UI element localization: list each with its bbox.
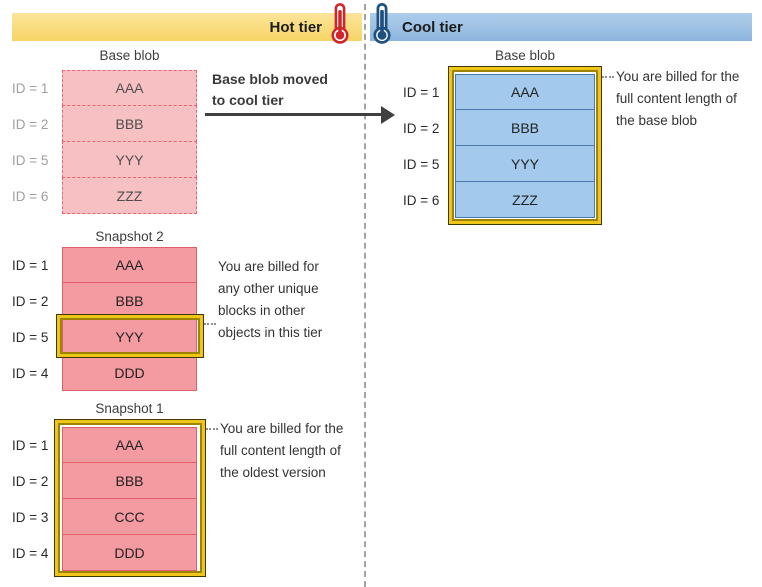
block-id-label: ID = 1 bbox=[12, 80, 49, 96]
cool-tier-label: Cool tier bbox=[402, 18, 463, 36]
block-cell: BBB bbox=[62, 282, 197, 319]
block-id-label: ID = 1 bbox=[403, 84, 440, 100]
snapshot1-billing-note: You are billed for the full content leng… bbox=[220, 421, 344, 480]
block-cell: CCC bbox=[62, 498, 197, 535]
blob-row: ID = 2 BBB bbox=[12, 105, 197, 142]
snapshot2-title: Snapshot 2 bbox=[95, 229, 164, 244]
block-id-label: ID = 2 bbox=[403, 120, 440, 136]
blob-row: ID = 6 ZZZ bbox=[12, 177, 197, 214]
move-to-cool-label: Base blob moved to cool tier bbox=[212, 71, 328, 108]
cool-base-blob-title: Base blob bbox=[494, 48, 556, 63]
blob-row: ID = 1 AAA bbox=[12, 247, 197, 283]
hot-tier-header: Hot tier bbox=[12, 13, 362, 41]
cool-billing-note: You are billed for the full content leng… bbox=[616, 69, 740, 128]
blob-row: ID = 2 BBB bbox=[12, 462, 197, 499]
snapshot2-stack: ID = 1 AAA ID = 2 BBB ID = 5 YYY ID = 4 … bbox=[12, 247, 197, 391]
block-id-label: ID = 5 bbox=[12, 329, 49, 345]
hot-tier-label: Hot tier bbox=[269, 18, 323, 36]
block-id-label: ID = 6 bbox=[403, 192, 440, 208]
snapshot2-billing-note: You are billed for any other unique bloc… bbox=[218, 259, 323, 340]
block-cell: AAA bbox=[62, 427, 197, 463]
block-cell: AAA bbox=[62, 247, 197, 283]
block-cell: BBB bbox=[62, 105, 197, 142]
block-id-label: ID = 1 bbox=[12, 257, 49, 273]
hot-base-blob-title: Base blob bbox=[99, 48, 160, 63]
block-cell: BBB bbox=[455, 109, 595, 146]
block-cell: DDD bbox=[62, 534, 197, 571]
blob-row: ID = 6 ZZZ bbox=[403, 181, 595, 218]
snapshot1-title: Snapshot 1 bbox=[95, 401, 164, 416]
block-id-label: ID = 6 bbox=[12, 188, 49, 204]
block-cell: AAA bbox=[62, 70, 197, 106]
block-id-label: ID = 2 bbox=[12, 473, 49, 489]
block-cell: ZZZ bbox=[62, 177, 197, 214]
blob-row: ID = 5 YYY bbox=[403, 145, 595, 182]
block-id-label: ID = 1 bbox=[12, 437, 49, 453]
block-id-label: ID = 4 bbox=[12, 545, 49, 561]
blob-row: ID = 4 DDD bbox=[12, 354, 197, 391]
move-arrow-head-icon bbox=[381, 106, 395, 124]
block-cell: AAA bbox=[455, 74, 595, 110]
hot-thermometer-icon bbox=[331, 3, 349, 44]
blob-row: ID = 5 YYY bbox=[12, 141, 197, 178]
block-id-label: ID = 5 bbox=[12, 152, 49, 168]
block-cell: BBB bbox=[62, 462, 197, 499]
block-cell: YYY bbox=[62, 141, 197, 178]
blob-row: ID = 1 AAA bbox=[12, 427, 197, 463]
move-arrow-line bbox=[205, 113, 382, 116]
blob-row: ID = 2 BBB bbox=[403, 109, 595, 146]
cool-tier-header: Cool tier bbox=[370, 13, 752, 41]
block-id-label: ID = 2 bbox=[12, 116, 49, 132]
block-id-label: ID = 4 bbox=[12, 365, 49, 381]
block-id-label: ID = 3 bbox=[12, 509, 49, 525]
snapshot2-note-connector bbox=[204, 323, 216, 325]
block-cell: YYY bbox=[62, 318, 197, 355]
cool-base-blob-stack: ID = 1 AAA ID = 2 BBB ID = 5 YYY ID = 6 … bbox=[403, 74, 595, 218]
blob-row: ID = 3 CCC bbox=[12, 498, 197, 535]
block-id-label: ID = 2 bbox=[12, 293, 49, 309]
cool-note-connector bbox=[602, 76, 614, 78]
snapshot1-stack: ID = 1 AAA ID = 2 BBB ID = 3 CCC ID = 4 … bbox=[12, 427, 197, 571]
block-id-label: ID = 5 bbox=[403, 156, 440, 172]
block-cell: DDD bbox=[62, 354, 197, 391]
hot-base-blob-stack: ID = 1 AAA ID = 2 BBB ID = 5 YYY ID = 6 … bbox=[12, 70, 197, 214]
blob-row: ID = 2 BBB bbox=[12, 282, 197, 319]
block-cell: ZZZ bbox=[455, 181, 595, 218]
blob-row: ID = 1 AAA bbox=[403, 74, 595, 110]
cool-thermometer-icon bbox=[373, 3, 391, 44]
snapshot1-note-connector bbox=[206, 428, 218, 430]
blob-row: ID = 1 AAA bbox=[12, 70, 197, 106]
blob-row: ID = 4 DDD bbox=[12, 534, 197, 571]
block-cell: YYY bbox=[455, 145, 595, 182]
tier-divider-line bbox=[364, 4, 366, 587]
blob-row: ID = 5 YYY bbox=[12, 318, 197, 355]
